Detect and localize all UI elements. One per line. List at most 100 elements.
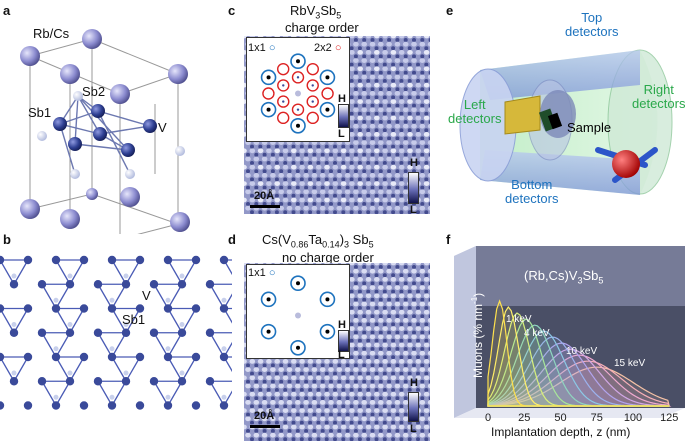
v-atom bbox=[23, 304, 33, 313]
energy-annotation: 10 keV bbox=[566, 346, 597, 357]
sb-atom bbox=[179, 273, 185, 279]
sb-atom bbox=[221, 346, 227, 352]
label-top-detectors: Top detectors bbox=[565, 10, 619, 39]
depth-profile-curve bbox=[487, 299, 670, 407]
depth-profile-curve bbox=[487, 360, 671, 407]
depth-profile-curve bbox=[487, 348, 670, 407]
panel-c-subtitle: charge order bbox=[285, 20, 359, 35]
v-atom bbox=[51, 401, 61, 410]
sb-atom bbox=[165, 346, 171, 352]
fft-colorbar-high-d: H bbox=[338, 319, 346, 331]
panel-d-title: Cs(V0.86Ta0.14)3 Sb5 bbox=[262, 232, 374, 250]
stm-colorbar-high-c: H bbox=[410, 157, 418, 169]
v-atom bbox=[65, 377, 75, 386]
stm-colorbar-low-d: L bbox=[410, 423, 417, 435]
energy-annotation: 1 keV bbox=[506, 314, 532, 325]
energy-annotation: 15 keV bbox=[614, 358, 645, 369]
v-atom bbox=[79, 255, 89, 265]
v-atom bbox=[23, 352, 33, 362]
panel-e-label: e bbox=[446, 3, 454, 18]
sb-atom bbox=[221, 394, 227, 400]
stm-colorbar-high-d: H bbox=[410, 377, 418, 389]
v-atom bbox=[177, 328, 187, 337]
sb-atom bbox=[53, 297, 59, 303]
scale-bar-label-c: 20Å bbox=[254, 190, 275, 202]
v-atom bbox=[107, 401, 117, 410]
v-atom bbox=[107, 352, 117, 362]
sb-atom bbox=[11, 273, 17, 279]
panel-b-label: b bbox=[3, 232, 11, 247]
sb-atom bbox=[123, 273, 129, 279]
v-atom bbox=[37, 377, 47, 386]
v-atom bbox=[23, 255, 33, 265]
v-atom bbox=[205, 377, 215, 386]
v-atom bbox=[191, 401, 201, 410]
label-v: V bbox=[158, 120, 167, 135]
sb-atom bbox=[67, 370, 73, 376]
v-atom bbox=[79, 352, 89, 362]
v-atom bbox=[37, 328, 47, 337]
fft-1x1-label-c: 1x1 ○ bbox=[248, 42, 276, 54]
fft-inset-d bbox=[246, 264, 350, 359]
v-atom bbox=[149, 377, 159, 386]
label-bottom-detectors: Bottom detectors bbox=[505, 177, 559, 206]
fft-colorbar-low-c: L bbox=[338, 128, 345, 140]
v-atom bbox=[219, 401, 229, 410]
sb-atom bbox=[179, 370, 185, 376]
x-tick-label: 125 bbox=[660, 412, 678, 424]
x-tick-label: 75 bbox=[591, 412, 603, 424]
v-atom bbox=[149, 328, 159, 337]
sb-atom bbox=[109, 346, 115, 352]
scale-bar-label-d: 20Å bbox=[254, 410, 275, 422]
v-atom bbox=[149, 280, 159, 289]
panel-a-label: a bbox=[3, 3, 11, 18]
v-atom bbox=[135, 352, 145, 362]
stm-colorbar-low-c: L bbox=[410, 204, 417, 216]
v-atom bbox=[0, 304, 5, 313]
v-atom bbox=[65, 328, 75, 337]
sb-atom bbox=[67, 322, 73, 328]
x-tick-label: 25 bbox=[518, 412, 530, 424]
v-atom bbox=[107, 255, 117, 265]
panel-c-title: RbV3Sb5 bbox=[290, 3, 342, 21]
v-atom bbox=[219, 255, 229, 265]
panel-f-label: f bbox=[446, 232, 451, 247]
v-atom bbox=[93, 280, 103, 289]
v-atom bbox=[163, 304, 173, 313]
v-atom bbox=[93, 328, 103, 337]
panel-d-label: d bbox=[228, 232, 236, 247]
v-atom bbox=[9, 377, 19, 386]
v-atom bbox=[191, 304, 201, 313]
label-v-b: V bbox=[142, 288, 151, 303]
detector-schematic bbox=[459, 49, 673, 195]
fft-2x2-label-c: 2x2 ○ bbox=[314, 42, 342, 54]
label-sample: Sample bbox=[567, 120, 612, 135]
v-atom bbox=[37, 280, 47, 289]
v-atom bbox=[79, 401, 89, 410]
v-atom bbox=[177, 377, 187, 386]
sb-atom bbox=[53, 394, 59, 400]
scale-bar-c bbox=[250, 205, 280, 208]
sb-atom bbox=[123, 370, 129, 376]
crystal-structure-diagram bbox=[20, 29, 190, 234]
v-atom bbox=[0, 255, 5, 265]
v-atom bbox=[51, 352, 61, 362]
sb-atom bbox=[53, 346, 59, 352]
energy-annotation: 4 keV bbox=[524, 328, 550, 339]
fft-colorbar-low-d: L bbox=[338, 349, 345, 361]
sb-atom bbox=[11, 370, 17, 376]
v-atom bbox=[79, 304, 89, 313]
x-tick-label: 100 bbox=[624, 412, 642, 424]
sb-atom bbox=[109, 297, 115, 303]
label-sb2: Sb2 bbox=[82, 84, 106, 99]
v-atom bbox=[107, 304, 117, 313]
v-atom bbox=[51, 255, 61, 265]
label-sb1-b: Sb1 bbox=[122, 312, 146, 327]
panel-c-label: c bbox=[228, 3, 236, 18]
fft-inset-c bbox=[246, 37, 350, 142]
label-rbcs: Rb/Cs bbox=[33, 26, 70, 41]
chart-compound-title: (Rb,Cs)V3Sb5 bbox=[524, 268, 604, 286]
v-atom bbox=[121, 377, 131, 386]
fft-colorbar-high-c: H bbox=[338, 93, 346, 105]
